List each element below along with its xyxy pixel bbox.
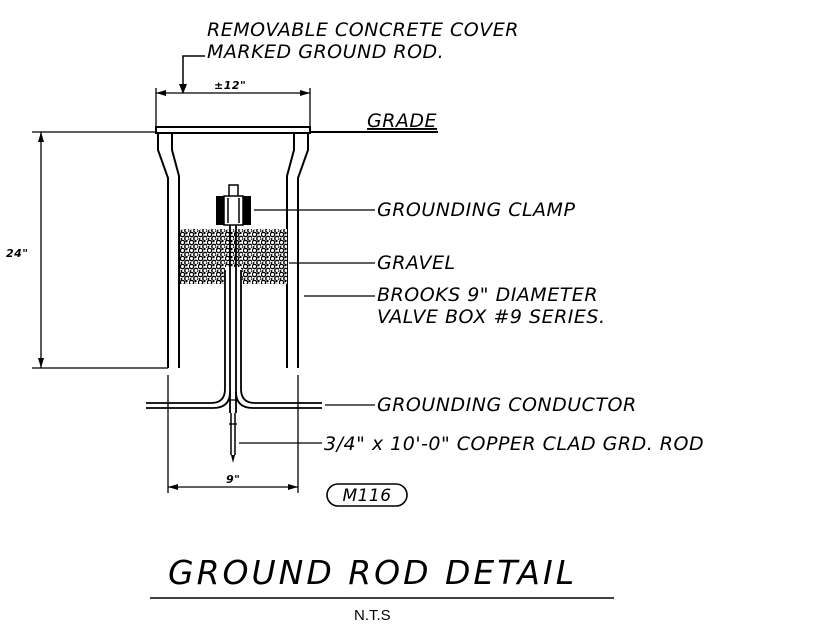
grade-label: GRADE xyxy=(367,110,437,132)
scale-note: N.T.S xyxy=(354,607,391,624)
conductor-label: GROUNDING CONDUCTOR xyxy=(377,394,637,416)
height-dimension-label: 24" xyxy=(6,247,29,260)
height-dimension xyxy=(32,131,168,369)
gravel-label: GRAVEL xyxy=(377,252,456,274)
valve-box xyxy=(155,126,311,368)
concrete-cover xyxy=(155,126,311,134)
gravel-fill xyxy=(180,229,287,284)
valve-box-label-line2: VALVE BOX #9 SERIES. xyxy=(377,306,606,328)
cover-label-line1: REMOVABLE CONCRETE COVER xyxy=(207,19,519,41)
ground-rod-assembly xyxy=(216,184,251,463)
rod-label: 3/4" x 10'-0" COPPER CLAD GRD. ROD xyxy=(324,433,704,455)
clamp-label: GROUNDING CLAMP xyxy=(377,199,575,221)
cover-leader xyxy=(179,55,205,94)
valve-box-label-line1: BROOKS 9" DIAMETER xyxy=(377,284,598,306)
cover-label-line2: MARKED GROUND ROD. xyxy=(207,41,444,63)
detail-tag-label: M116 xyxy=(342,486,391,506)
bottom-width-dimension xyxy=(167,375,299,493)
grounding-conductor xyxy=(146,270,322,409)
label-leaders xyxy=(239,209,375,444)
drawing-title: GROUND ROD DETAIL xyxy=(168,553,577,592)
top-width-dimension xyxy=(155,88,311,128)
detail-tag: M116 xyxy=(326,483,408,507)
bottom-dimension-label: 9" xyxy=(226,473,240,486)
top-dimension-label: ±12" xyxy=(214,79,246,92)
